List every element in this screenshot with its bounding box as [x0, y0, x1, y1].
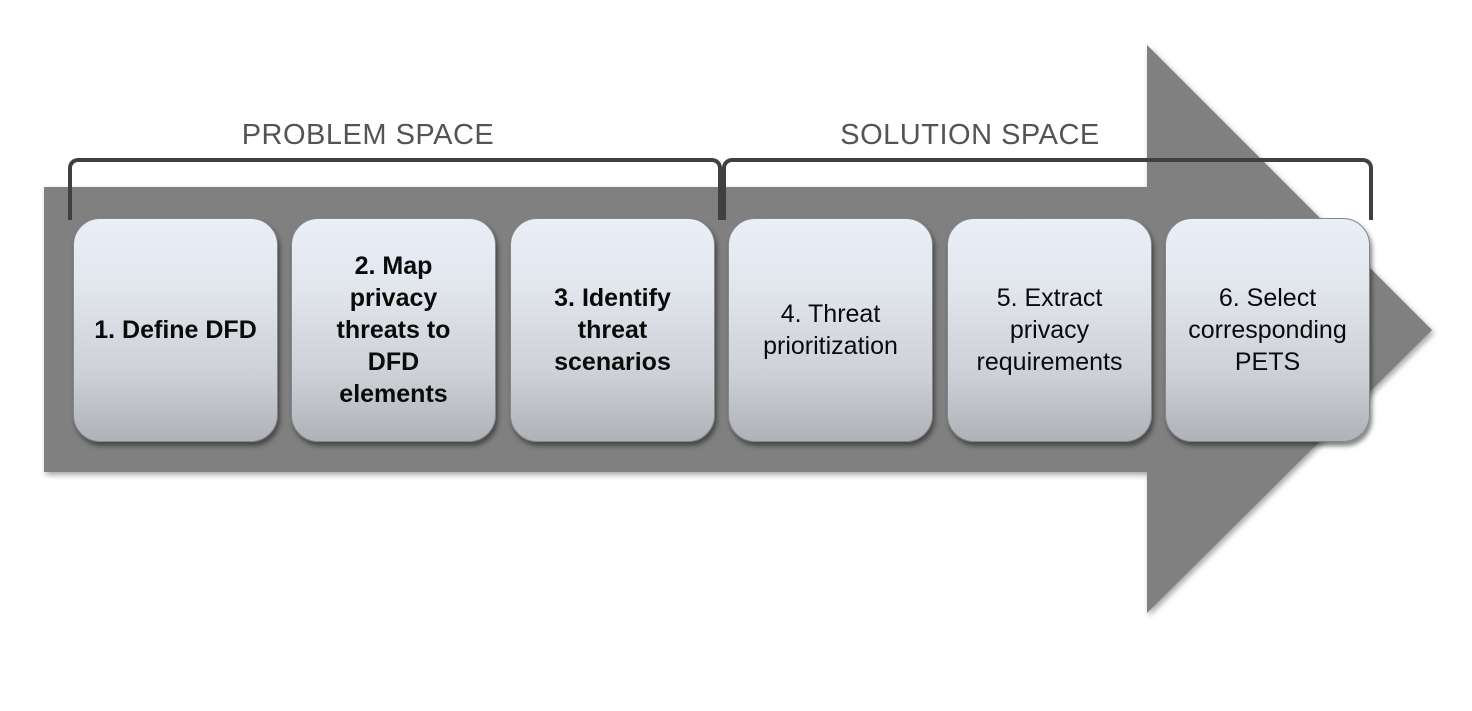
step-box-map-privacy-threats: 2. Map privacy threats to DFD elements — [291, 218, 496, 442]
step-box-define-dfd: 1. Define DFD — [73, 218, 278, 442]
step-box-select-pets: 6. Select corresponding PETS — [1165, 218, 1370, 442]
problem-space-label: PROBLEM SPACE — [241, 119, 495, 151]
step-box-extract-privacy-requirements: 5. Extract privacy requirements — [947, 218, 1152, 442]
step-box-threat-prioritization: 4. Threat prioritization — [728, 218, 933, 442]
solution-space-label: SOLUTION SPACE — [840, 119, 1100, 151]
problem-space-bracket — [68, 158, 722, 220]
solution-space-bracket — [722, 158, 1373, 220]
step-box-identify-threat-scenarios: 3. Identify threat scenarios — [510, 218, 715, 442]
